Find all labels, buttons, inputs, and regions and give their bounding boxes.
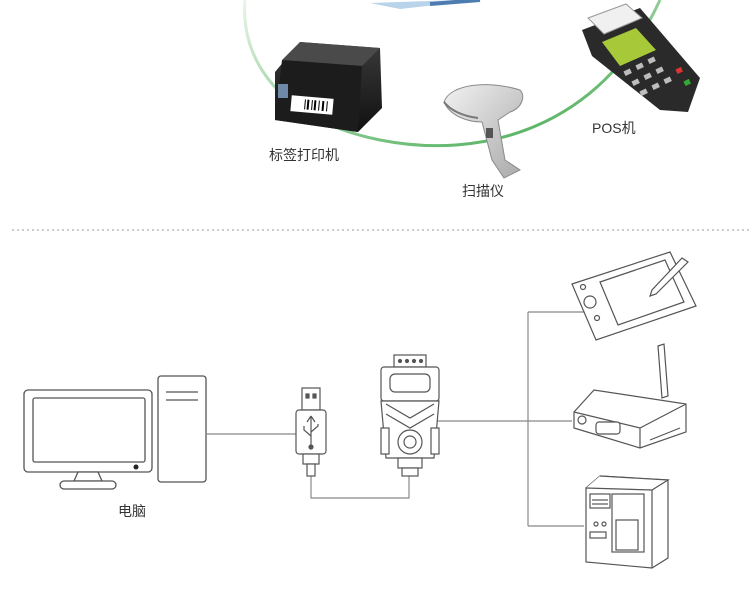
label-printer-icon (275, 42, 382, 132)
industrial-printer-icon (586, 476, 668, 568)
graphics-tablet-icon (572, 252, 696, 340)
usb-connector-icon (296, 388, 326, 476)
scanner-label: 扫描仪 (462, 181, 504, 201)
computer-icon (24, 376, 206, 489)
computer-label: 电脑 (118, 501, 146, 521)
label-printer-label: 标签打印机 (269, 145, 339, 165)
barcode-scanner-icon (444, 85, 523, 178)
pos-label: POS机 (592, 118, 636, 138)
pos-terminal-icon (582, 4, 700, 112)
wireless-modem-icon (574, 344, 686, 448)
db9-serial-connector-icon (381, 355, 439, 476)
cable-icon (370, 0, 480, 9)
